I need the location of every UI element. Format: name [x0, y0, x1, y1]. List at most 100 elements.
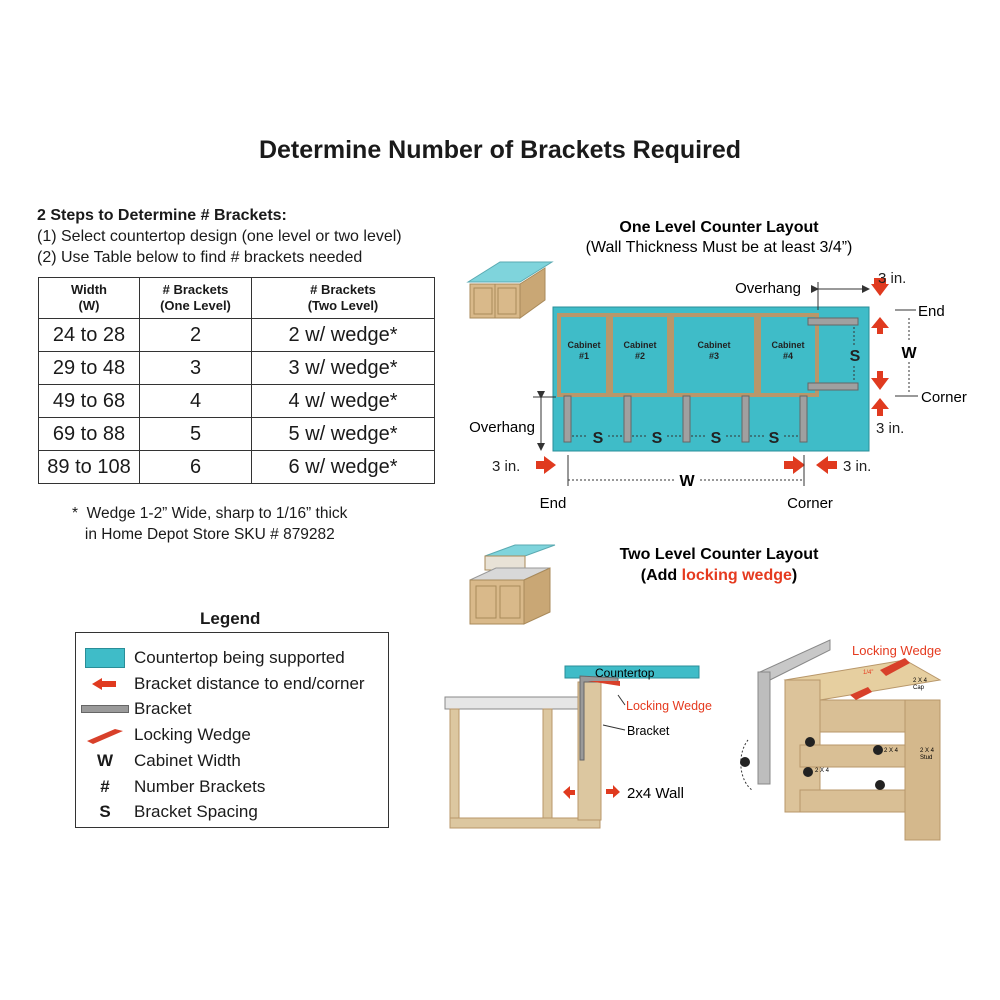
- bracket: [807, 382, 859, 391]
- overhang-left-label: Overhang: [469, 419, 535, 436]
- table-row: 89 to 108 6 6 w/ wedge*: [38, 450, 435, 484]
- cell-width: 69 to 88: [38, 417, 140, 451]
- red-arrow-icon: [536, 456, 556, 474]
- spacing-dimension-lines: [572, 327, 855, 437]
- cell-one-level: 6: [139, 450, 252, 484]
- bracket: [563, 395, 572, 443]
- distance-arrows: [536, 278, 889, 474]
- corner-label-bottom: Corner: [787, 495, 833, 512]
- cell-width: 49 to 68: [38, 384, 140, 418]
- cell-two-level: 3 w/ wedge*: [251, 351, 435, 385]
- legend-item: Locking Wedge: [76, 722, 251, 747]
- cell-two-level: 4 w/ wedge*: [251, 384, 435, 418]
- cell-width: 24 to 28: [38, 318, 140, 352]
- cell-width: 29 to 48: [38, 351, 140, 385]
- red-arrow-icon: [871, 371, 889, 390]
- table-row: 29 to 48 3 3 w/ wedge*: [38, 351, 435, 385]
- red-arrow-icon: [871, 278, 889, 296]
- detail-2x4-label: 2 X 4: [884, 748, 899, 754]
- wedge-detail-illustration: [740, 639, 942, 841]
- locking-wedge-label: Locking Wedge: [626, 699, 712, 713]
- legend-symbol-w: W: [96, 750, 114, 770]
- wedge-icon: [880, 658, 910, 676]
- red-arrow-icon: [76, 671, 134, 696]
- spacing-s-label: S: [850, 348, 861, 365]
- legend-title: Legend: [200, 609, 261, 628]
- steps-block: 2 Steps to Determine # Brackets: (1) Sel…: [37, 205, 402, 268]
- detail-quarter-label: 1/4”: [863, 670, 873, 676]
- one-level-subtitle: (Wall Thickness Must be at least 3/4”): [586, 239, 853, 256]
- two-level-title: Two Level Counter Layout: [620, 546, 820, 563]
- bracket: [623, 395, 632, 443]
- red-arrow-icon: [871, 317, 889, 334]
- horizontal-brackets: [807, 317, 859, 391]
- spacing-s-label: S: [769, 430, 780, 447]
- three-in-right-label: 3 in.: [876, 420, 904, 437]
- bracket: [799, 395, 808, 443]
- end-label-bottom: End: [540, 495, 567, 512]
- cell-two-level: 6 w/ wedge*: [251, 450, 435, 484]
- bracket: [807, 317, 859, 326]
- bracket: [741, 395, 750, 443]
- legend-item: W Cabinet Width: [76, 748, 241, 773]
- detail-wedge-label: Locking Wedge: [852, 643, 941, 658]
- cabinet-3-label: Cabinet: [697, 340, 730, 350]
- table-row: 69 to 88 5 5 w/ wedge*: [38, 417, 435, 451]
- one-level-title: One Level Counter Layout: [619, 219, 819, 236]
- w-horizontal-label: W: [679, 473, 695, 490]
- header-width: Width(W): [38, 277, 140, 319]
- spacing-s-label: S: [593, 430, 604, 447]
- three-in-top-label: 3 in.: [878, 270, 906, 287]
- page-title: Determine Number of Brackets Required: [258, 136, 742, 164]
- brackets-table: Width(W) # Brackets(One Level) # Bracket…: [38, 277, 435, 484]
- red-arrow-icon: [871, 398, 889, 416]
- two-level-section: [444, 665, 700, 829]
- detail-2x4-label-lower: 2 X 4: [815, 768, 830, 774]
- legend-item: Bracket: [76, 696, 192, 721]
- step-2: (2) Use Table below to find # brackets n…: [37, 249, 363, 266]
- legend-item: Countertop being supported: [76, 645, 345, 670]
- legend-symbol-s: S: [99, 801, 111, 821]
- wedge-footnote: * Wedge 1-2” Wide, sharp to 1/16” thick …: [72, 503, 347, 545]
- overhang-top-label: Overhang: [735, 280, 801, 297]
- bracket-label: Bracket: [627, 724, 670, 738]
- cabinet-2-label: Cabinet: [623, 340, 656, 350]
- legend-item: S Bracket Spacing: [76, 799, 257, 824]
- red-arrow-icon: [816, 456, 837, 474]
- cabinet-frames: [557, 313, 819, 397]
- spacing-s-label: S: [711, 430, 722, 447]
- red-arrow-icon: [784, 456, 805, 474]
- legend-item: # Number Brackets: [76, 774, 265, 799]
- cell-one-level: 3: [139, 351, 252, 385]
- countertop-swatch-icon: [76, 645, 134, 670]
- bracket-bar-icon: [76, 696, 134, 721]
- cabinet-2-number: #2: [635, 351, 645, 361]
- steps-heading: 2 Steps to Determine # Brackets:: [37, 207, 287, 224]
- countertop-label: Countertop: [595, 666, 655, 680]
- cabinet-1-label: Cabinet: [567, 340, 600, 350]
- cell-width: 89 to 108: [38, 450, 140, 484]
- cell-two-level: 5 w/ wedge*: [251, 417, 435, 451]
- cabinet-3-number: #3: [709, 351, 719, 361]
- legend-symbol-number: #: [100, 776, 110, 796]
- two-level-subtitle: (Add locking wedge): [641, 567, 797, 584]
- vertical-brackets: [563, 395, 808, 443]
- w-vertical-label: W: [901, 345, 917, 362]
- corner-label-right: Corner: [921, 389, 967, 406]
- table-header-row: Width(W) # Brackets(One Level) # Bracket…: [38, 277, 435, 319]
- note-line-2: in Home Depot Store SKU # 879282: [84, 526, 335, 543]
- step-1: (1) Select countertop design (one level …: [37, 228, 402, 245]
- header-two-level: # Brackets(Two Level): [251, 277, 435, 319]
- cabinet-4-label: Cabinet: [771, 340, 804, 350]
- cabinet-1-number: #1: [579, 351, 589, 361]
- three-in-bottom-label: 3 in.: [843, 458, 871, 475]
- wedge-icon: [76, 722, 134, 747]
- bracket-leader: [602, 724, 626, 731]
- legend-item: Bracket distance to end/corner: [76, 671, 365, 696]
- end-label-right: End: [918, 303, 945, 320]
- cabinet-4-number: #4: [783, 351, 793, 361]
- three-in-left-label: 3 in.: [492, 458, 520, 475]
